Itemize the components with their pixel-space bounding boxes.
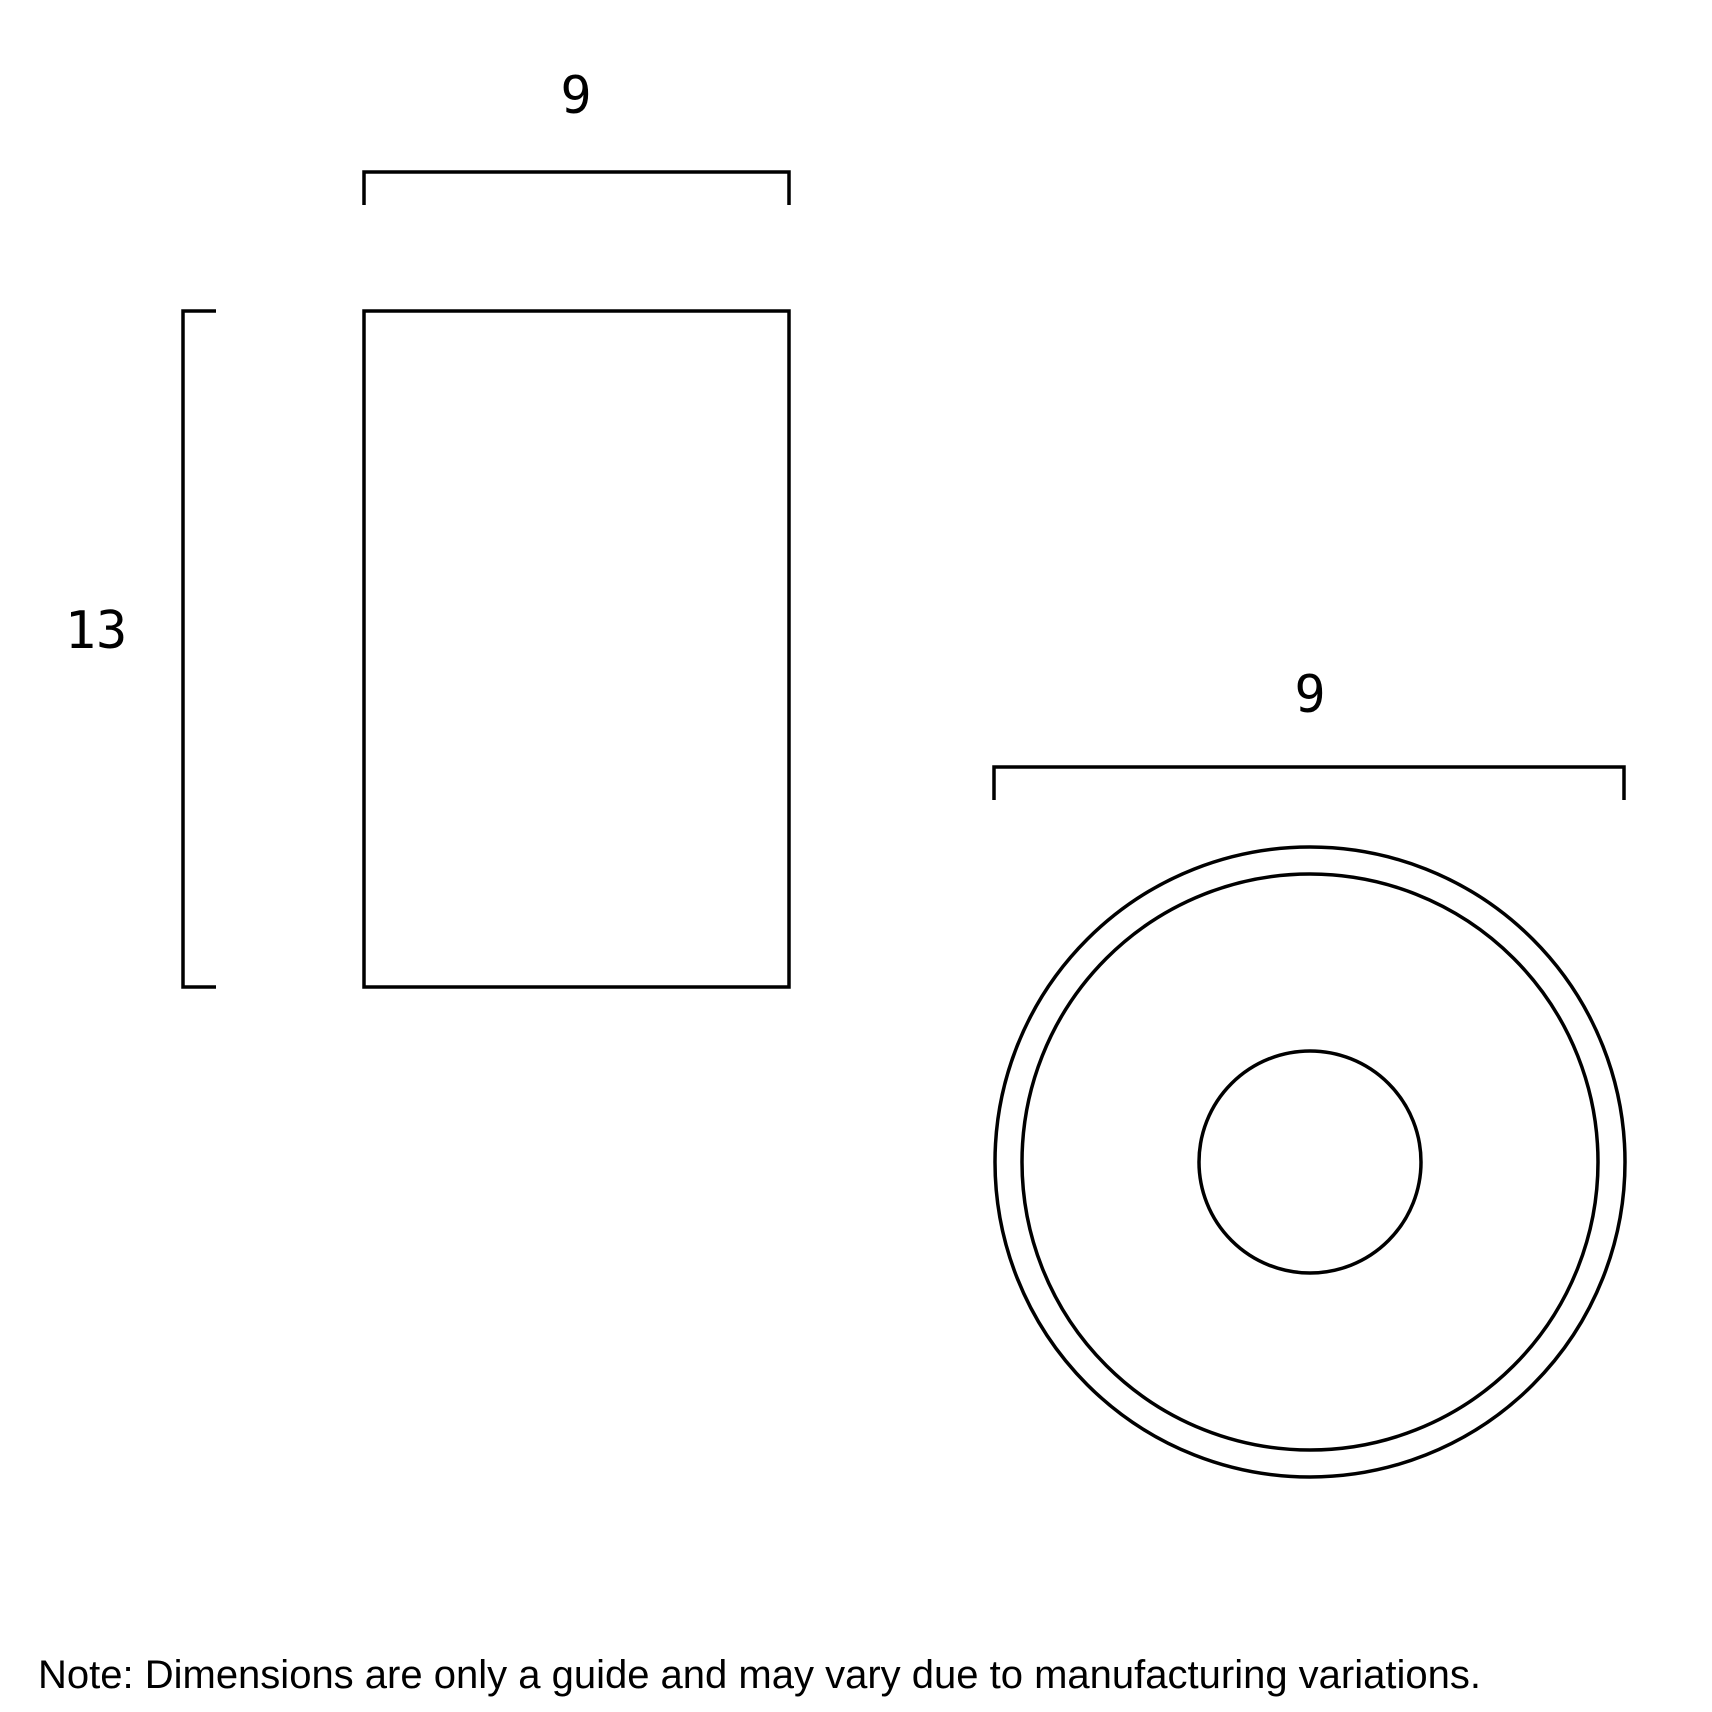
side-height-bracket	[181, 309, 216, 989]
top-diameter-label: 9	[1294, 665, 1325, 725]
top-view-center-circle	[1197, 1049, 1423, 1275]
top-diameter-bracket	[992, 765, 1626, 800]
side-width-bracket	[362, 170, 791, 205]
side-width-label: 9	[560, 66, 591, 126]
side-height-label: 13	[65, 601, 128, 661]
top-view-inner-rim-circle	[1020, 872, 1600, 1452]
side-view-body	[362, 309, 791, 989]
top-view-outer-circle	[993, 845, 1627, 1479]
disclaimer-note: Note: Dimensions are only a guide and ma…	[38, 1653, 1481, 1697]
